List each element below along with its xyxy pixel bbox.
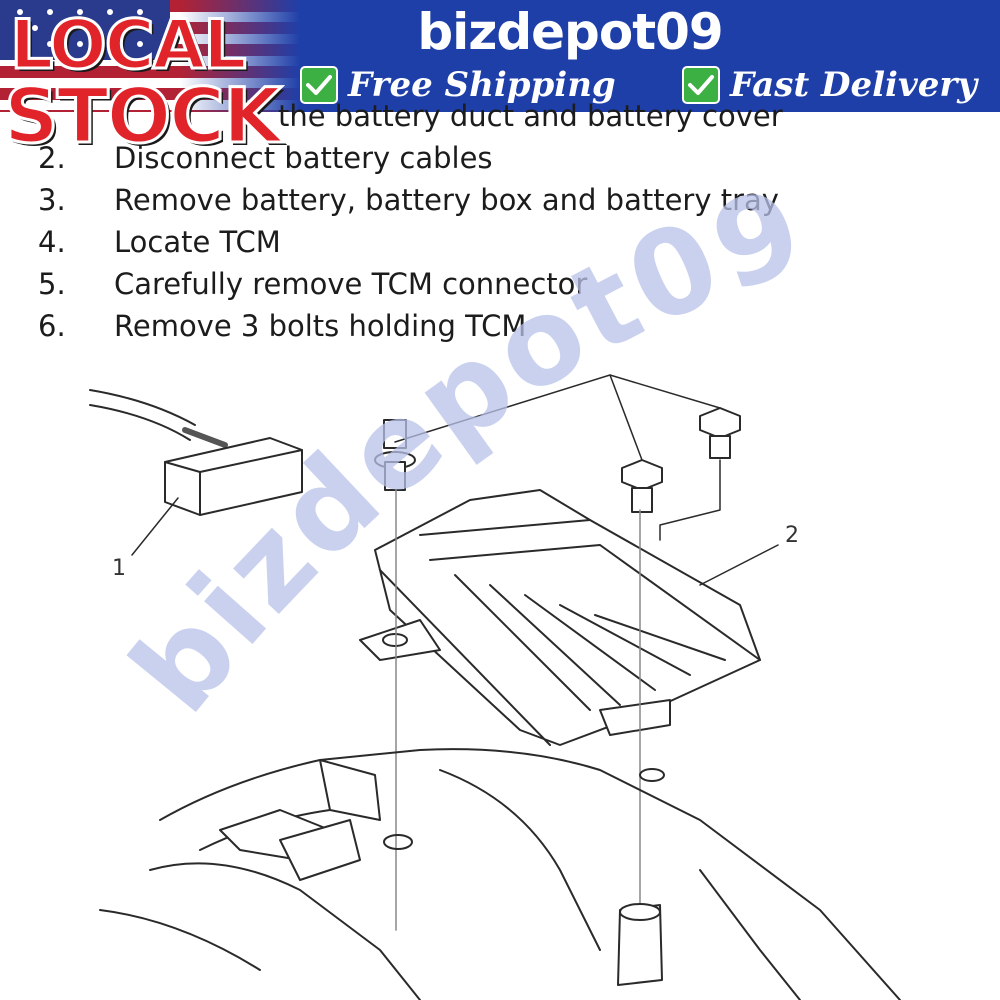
callout-leader-1 [131,497,179,556]
step-text: Disconnect battery cables [114,141,493,175]
transmission-housing [99,748,901,1000]
check-icon [682,66,720,104]
local-stock-line2: STOCK [3,71,284,160]
free-shipping-badge: Free Shipping [300,62,616,108]
local-stock-badge: LOCAL STOCK [3,6,304,160]
callout-1: 1 [112,556,126,581]
step-text: the battery duct and battery cover [278,99,783,133]
bolt-left [374,419,416,491]
callout-leader-2 [699,544,779,586]
tcm-connector [164,437,303,516]
step-text: Locate TCM [114,225,281,259]
step-number: 4. [38,225,66,259]
brand-title: bizdepot09 [417,3,723,61]
callout-2: 2 [785,523,799,548]
step-text: Carefully remove TCM connector [114,267,588,301]
step-text: Remove battery, battery box and battery … [114,183,779,217]
bolt-middle [621,459,663,513]
tcm-diagram: 1 2 [89,374,901,1000]
seller-banner: bizdepot09 Free Shipping Fast Delivery [0,0,1000,112]
us-flag-graphic [0,0,300,112]
step-number: 5. [38,267,66,301]
step-text: Remove 3 bolts holding TCM [114,309,527,343]
badge-label: Fast Delivery [730,65,977,105]
bolt-right [699,407,741,459]
step-number: 2. [38,141,66,175]
local-stock-line1: LOCAL [9,6,249,85]
step-number: 6. [38,309,66,343]
check-icon [300,66,338,104]
wire-harness [89,389,228,448]
step-number: 3. [38,183,66,217]
tcm-module [359,489,761,746]
badge-label: Free Shipping [348,65,616,105]
fast-delivery-badge: Fast Delivery [682,62,977,108]
bolt-leader [394,374,643,461]
